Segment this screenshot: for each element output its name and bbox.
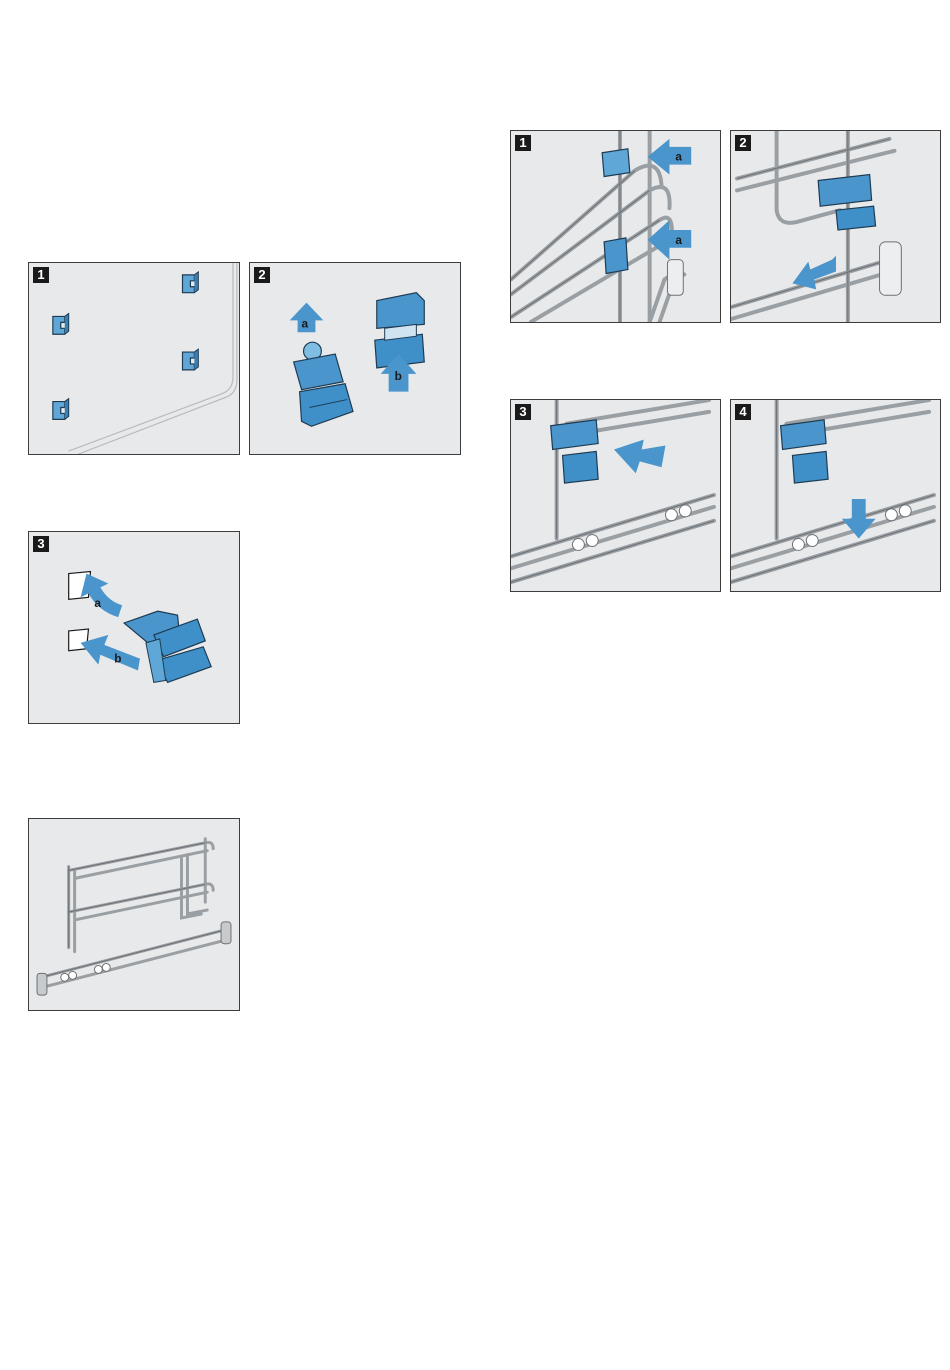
clip-part-icon bbox=[124, 611, 211, 682]
right-figure-4: 4 bbox=[730, 399, 941, 592]
svg-text:b: b bbox=[114, 652, 121, 666]
left-arrow-icon: a bbox=[648, 220, 692, 260]
left-figure-1: 1 bbox=[28, 262, 240, 455]
clip-removal-illustration: a b bbox=[250, 263, 460, 454]
step-number-badge: 1 bbox=[33, 267, 49, 283]
clip-part-icon bbox=[781, 420, 829, 483]
clip-holder-icon bbox=[53, 399, 69, 420]
clip-part-icon bbox=[818, 175, 875, 230]
right-figure-1: 1 a a bbox=[510, 130, 721, 323]
rail-clip-lock-illustration bbox=[731, 400, 940, 591]
svg-text:b: b bbox=[395, 369, 402, 383]
step-number-badge: 1 bbox=[515, 135, 531, 151]
clip-part-icon bbox=[294, 342, 353, 426]
svg-text:a: a bbox=[675, 233, 682, 247]
rail-clip-press-illustration bbox=[511, 400, 720, 591]
rail-slide-illustration bbox=[731, 131, 940, 322]
clip-holder-icon bbox=[53, 313, 69, 334]
right-figure-3: 3 bbox=[510, 399, 721, 592]
pullout-rail-illustration bbox=[29, 819, 239, 1010]
step-number-badge: 3 bbox=[515, 404, 531, 420]
clip-holder-icon bbox=[182, 349, 198, 370]
clip-holder-icon bbox=[182, 272, 198, 293]
left-figure-3: 3 a b bbox=[28, 531, 240, 724]
oven-wall-clips-illustration bbox=[29, 263, 239, 454]
left-arrow-icon bbox=[614, 440, 665, 474]
step-number-badge: 2 bbox=[735, 135, 751, 151]
rail-clip-attach-illustration: a a bbox=[511, 131, 720, 322]
step-number-badge: 4 bbox=[735, 404, 751, 420]
step-number-badge: 3 bbox=[33, 536, 49, 552]
clip-part-icon bbox=[602, 149, 630, 274]
svg-text:a: a bbox=[675, 150, 682, 164]
svg-text:a: a bbox=[94, 596, 101, 610]
right-figure-2: 2 bbox=[730, 130, 941, 323]
svg-text:a: a bbox=[302, 316, 309, 330]
left-arrow-icon: b bbox=[81, 635, 140, 671]
clip-insertion-illustration: a b bbox=[29, 532, 239, 723]
up-arrow-icon: a bbox=[290, 303, 324, 333]
left-arrow-icon bbox=[792, 256, 836, 290]
left-figure-4 bbox=[28, 818, 240, 1011]
left-figure-2: 2 a b bbox=[249, 262, 461, 455]
step-number-badge: 2 bbox=[254, 267, 270, 283]
